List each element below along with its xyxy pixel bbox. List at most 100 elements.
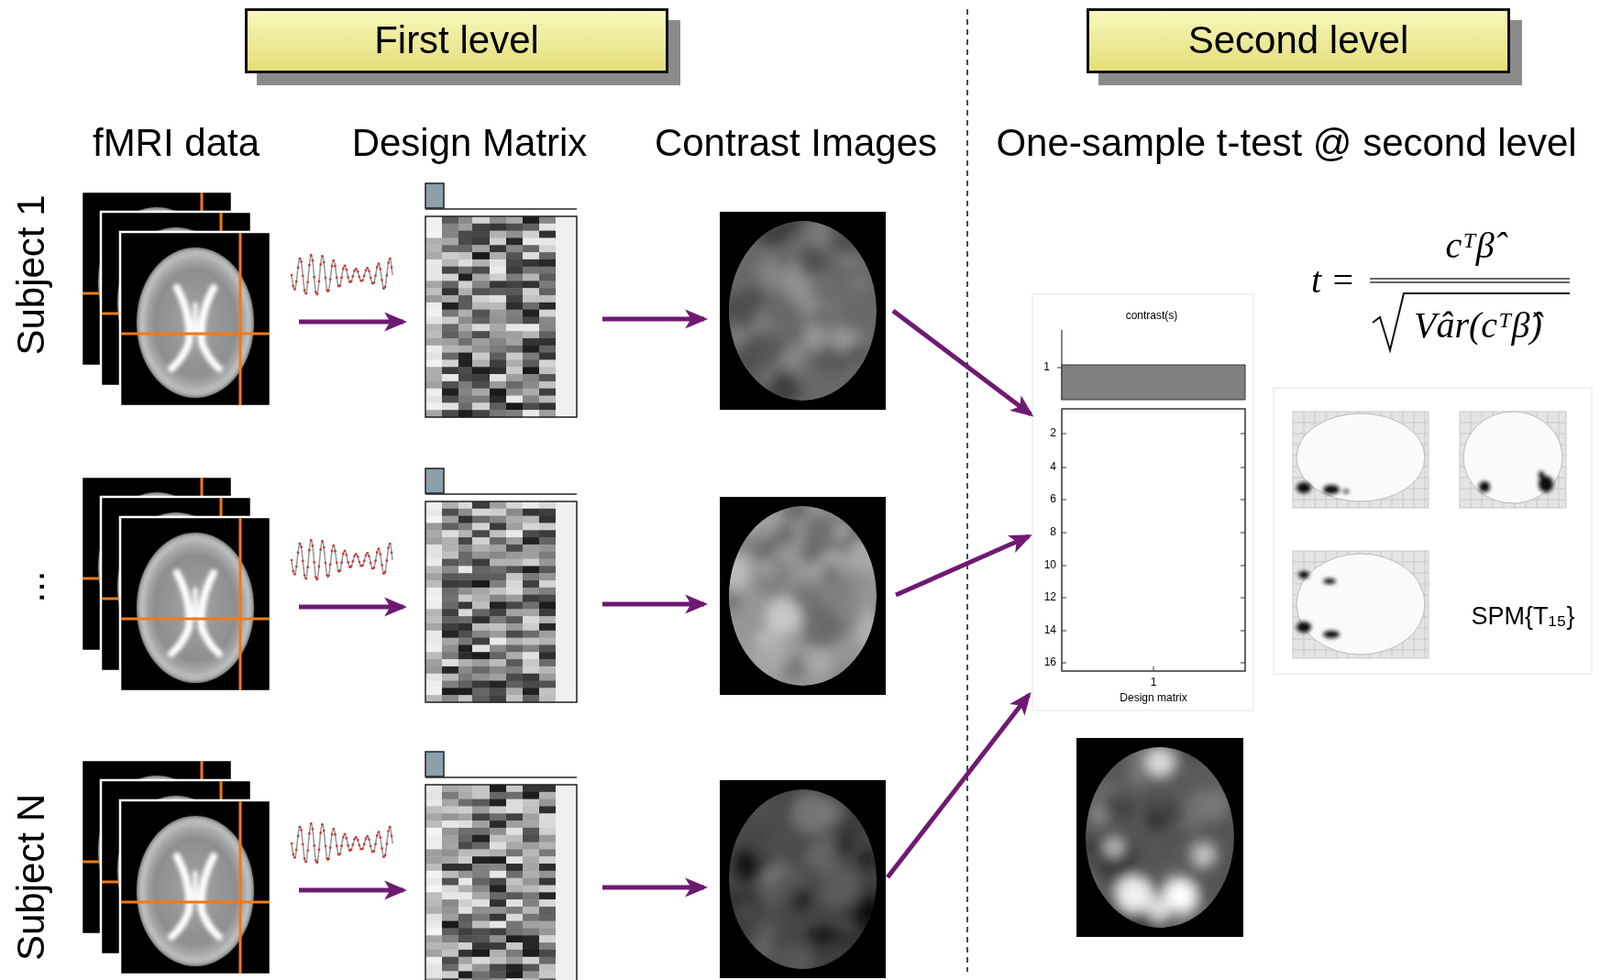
design-matrix-part <box>555 835 577 843</box>
design-matrix-part <box>555 353 577 361</box>
design-matrix-part <box>506 295 523 303</box>
design-matrix-part <box>458 587 473 596</box>
design-matrix-part <box>472 630 490 639</box>
design-matrix-part <box>458 942 473 950</box>
bold-signal-part <box>333 833 337 837</box>
bold-signal-part <box>290 559 294 563</box>
design-matrix-part <box>458 338 473 346</box>
design-matrix-part <box>555 681 577 689</box>
bold-signal-part <box>364 269 368 273</box>
design-matrix-part <box>472 345 490 354</box>
bold-signal-part <box>309 822 313 826</box>
design-matrix-part <box>506 516 523 524</box>
design-matrix-part <box>458 580 473 588</box>
contrast-image-part-part-part <box>754 209 792 247</box>
design-matrix-part <box>522 529 540 538</box>
design-matrix-part <box>522 353 540 361</box>
design-matrix-part <box>425 551 442 560</box>
design-matrix-part <box>489 878 507 886</box>
design-matrix-part <box>489 820 507 828</box>
design-matrix-part <box>425 792 442 800</box>
design-matrix-part <box>458 820 473 828</box>
second-level-design-part <box>1240 433 1246 435</box>
design-matrix-part <box>555 309 577 318</box>
design-matrix-part <box>458 978 473 980</box>
design-matrix-part <box>472 899 490 907</box>
bold-signal-part <box>319 263 322 266</box>
fmri-volume-part <box>120 231 271 407</box>
formula-term: cᵀβ̂ <box>1445 224 1494 267</box>
design-matrix-part <box>555 827 577 836</box>
design-matrix-part <box>458 792 473 800</box>
bold-signal-part <box>346 275 350 279</box>
design-matrix-part <box>522 673 540 682</box>
design-matrix-part <box>555 274 577 282</box>
design-matrix-part <box>441 666 459 674</box>
axis-tick: 4 <box>1049 461 1057 475</box>
glass-brain-part <box>1478 471 1554 493</box>
design-matrix-part <box>506 964 523 972</box>
design-matrix-part <box>425 338 442 346</box>
fraction-bar <box>1369 278 1570 283</box>
glass-brain-part <box>1292 551 1429 659</box>
design-matrix-part <box>472 616 490 624</box>
glass-brain-part-part <box>1478 481 1490 493</box>
design-matrix-part <box>539 849 556 857</box>
design-matrix-part <box>539 331 556 339</box>
bold-signal-part <box>358 275 362 279</box>
design-matrix-part <box>458 551 473 560</box>
contrast-image-part <box>719 496 886 696</box>
fmri-volume-part <box>120 800 271 975</box>
design-matrix-part <box>539 964 556 972</box>
bold-signal-part <box>379 836 383 839</box>
design-matrix-part <box>539 878 556 886</box>
design-matrix-part <box>489 231 507 239</box>
bold-signal-part <box>298 826 302 829</box>
design-matrix-part <box>506 687 523 696</box>
design-matrix-part <box>472 323 490 332</box>
design-matrix-part <box>458 237 473 245</box>
design-matrix-part <box>425 849 442 857</box>
design-matrix-part <box>472 274 490 282</box>
design-matrix-part <box>441 280 459 288</box>
design-matrix-part <box>555 842 577 850</box>
contrast-image-part-part-part <box>1103 837 1125 858</box>
design-matrix-part <box>522 835 540 843</box>
design-matrix-part <box>441 805 459 814</box>
design-matrix-part <box>472 914 490 922</box>
design-matrix-part <box>458 935 473 943</box>
bold-signal <box>290 822 394 864</box>
design-matrix-part <box>472 516 490 524</box>
design-matrix-part <box>555 616 577 624</box>
bold-signal-part <box>319 831 322 835</box>
design-matrix-part <box>458 516 473 524</box>
design-matrix-part <box>489 587 507 596</box>
contrast-image-part-part <box>712 201 893 417</box>
design-matrix-part <box>472 659 490 667</box>
contrast-image-part-part-part <box>1088 909 1124 945</box>
design-matrix-part <box>506 231 523 239</box>
contrast-image-part-part-part <box>796 244 830 278</box>
bold-signal-part <box>377 547 381 551</box>
contrast-image-part-part-part <box>800 606 842 649</box>
column-header: Contrast Images <box>654 121 938 166</box>
design-matrix-part <box>441 835 459 843</box>
second-level-design <box>1032 294 1254 711</box>
bold-signal-part <box>303 857 307 861</box>
design-matrix-part <box>441 813 459 821</box>
fmri-volume-part <box>121 332 270 336</box>
bold-signal-part <box>386 274 389 277</box>
design-matrix-part <box>555 687 577 696</box>
design-matrix-part <box>472 374 490 382</box>
design-matrix-part <box>506 949 523 958</box>
design-matrix-part <box>425 957 442 965</box>
contrast-image-part-part-part <box>711 918 752 960</box>
bold-signal-part <box>354 836 358 839</box>
design-matrix-part <box>522 623 540 631</box>
design-matrix-part <box>539 338 556 346</box>
bold-signal-part <box>318 849 321 852</box>
contrast-image-part-part-part <box>1183 834 1220 871</box>
bold-signal-part <box>340 275 343 279</box>
design-matrix-part <box>458 345 473 354</box>
